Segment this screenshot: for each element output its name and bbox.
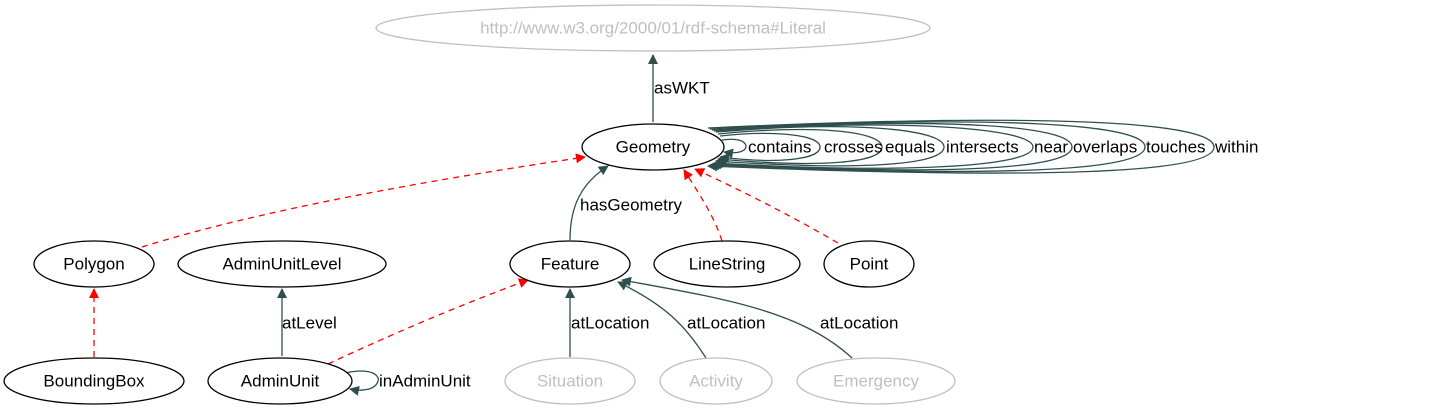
edge-labels: asWKT hasGeometry atLevel inAdminUnit at… bbox=[282, 79, 1258, 391]
edge-at-location-activity bbox=[617, 281, 707, 359]
label-at-location-activity: atLocation bbox=[687, 314, 765, 333]
node-bounding-box-label: BoundingBox bbox=[43, 372, 145, 391]
edge-loop-crosses bbox=[719, 132, 821, 164]
label-in-admin-unit: inAdminUnit bbox=[379, 372, 471, 391]
label-overlaps: overlaps bbox=[1073, 138, 1137, 157]
label-as-wkt: asWKT bbox=[654, 79, 710, 98]
node-admin-unit: AdminUnit bbox=[207, 357, 353, 405]
edge-in-admin-unit bbox=[344, 370, 379, 396]
node-point-label: Point bbox=[850, 255, 889, 274]
node-situation-label: Situation bbox=[537, 372, 603, 391]
node-literal-label: http://www.w3.org/2000/01/rdf-schema#Lit… bbox=[480, 19, 826, 38]
node-polygon: Polygon bbox=[33, 240, 155, 288]
node-situation: Situation bbox=[504, 357, 636, 405]
node-admin-unit-level: AdminUnitLevel bbox=[177, 240, 387, 288]
node-polygon-label: Polygon bbox=[63, 255, 124, 274]
node-admin-unit-level-label: AdminUnitLevel bbox=[222, 255, 341, 274]
label-equals: equals bbox=[885, 138, 935, 157]
node-activity-label: Activity bbox=[689, 372, 743, 391]
label-within: within bbox=[1214, 138, 1258, 157]
edge-point-geometry bbox=[694, 168, 839, 244]
edge-loop-equals bbox=[717, 128, 883, 165]
node-linestring-label: LineString bbox=[689, 255, 766, 274]
edge-polygon-geometry bbox=[141, 153, 586, 248]
label-has-geometry: hasGeometry bbox=[580, 196, 683, 215]
node-feature-label: Feature bbox=[541, 255, 600, 274]
label-near: near bbox=[1034, 138, 1068, 157]
node-literal: http://www.w3.org/2000/01/rdf-schema#Lit… bbox=[375, 4, 931, 52]
label-crosses: crosses bbox=[824, 138, 883, 157]
node-emergency-label: Emergency bbox=[833, 372, 919, 391]
edge-has-geometry bbox=[569, 165, 609, 241]
property-edges bbox=[277, 54, 1215, 396]
edge-at-location-emergency bbox=[621, 276, 853, 359]
node-geometry: Geometry bbox=[581, 123, 725, 171]
node-emergency: Emergency bbox=[796, 357, 956, 405]
edge-loop-intersects bbox=[715, 126, 945, 167]
edge-linestring-geometry bbox=[683, 169, 723, 242]
label-touches: touches bbox=[1146, 138, 1206, 157]
edge-adminunit-feature bbox=[327, 278, 529, 365]
edge-loop-touches bbox=[709, 121, 1146, 173]
subclass-edges bbox=[89, 153, 839, 365]
nodes: http://www.w3.org/2000/01/rdf-schema#Lit… bbox=[3, 4, 956, 405]
edge-loop-within bbox=[707, 119, 1215, 174]
node-geometry-label: Geometry bbox=[616, 138, 691, 157]
label-at-location-emergency: atLocation bbox=[820, 314, 898, 333]
label-at-location-situation: atLocation bbox=[571, 314, 649, 333]
node-activity: Activity bbox=[659, 357, 773, 405]
node-feature: Feature bbox=[509, 240, 631, 288]
label-at-level: atLevel bbox=[282, 314, 337, 333]
label-intersects: intersects bbox=[946, 138, 1019, 157]
node-admin-unit-label: AdminUnit bbox=[241, 372, 320, 391]
node-linestring: LineString bbox=[653, 240, 801, 288]
edge-loop-near bbox=[713, 124, 1034, 169]
node-point: Point bbox=[823, 240, 915, 288]
edge-loop-overlaps bbox=[711, 122, 1073, 171]
node-bounding-box: BoundingBox bbox=[3, 357, 185, 405]
label-contains: contains bbox=[748, 138, 811, 157]
edge-loop-contains bbox=[721, 138, 747, 159]
